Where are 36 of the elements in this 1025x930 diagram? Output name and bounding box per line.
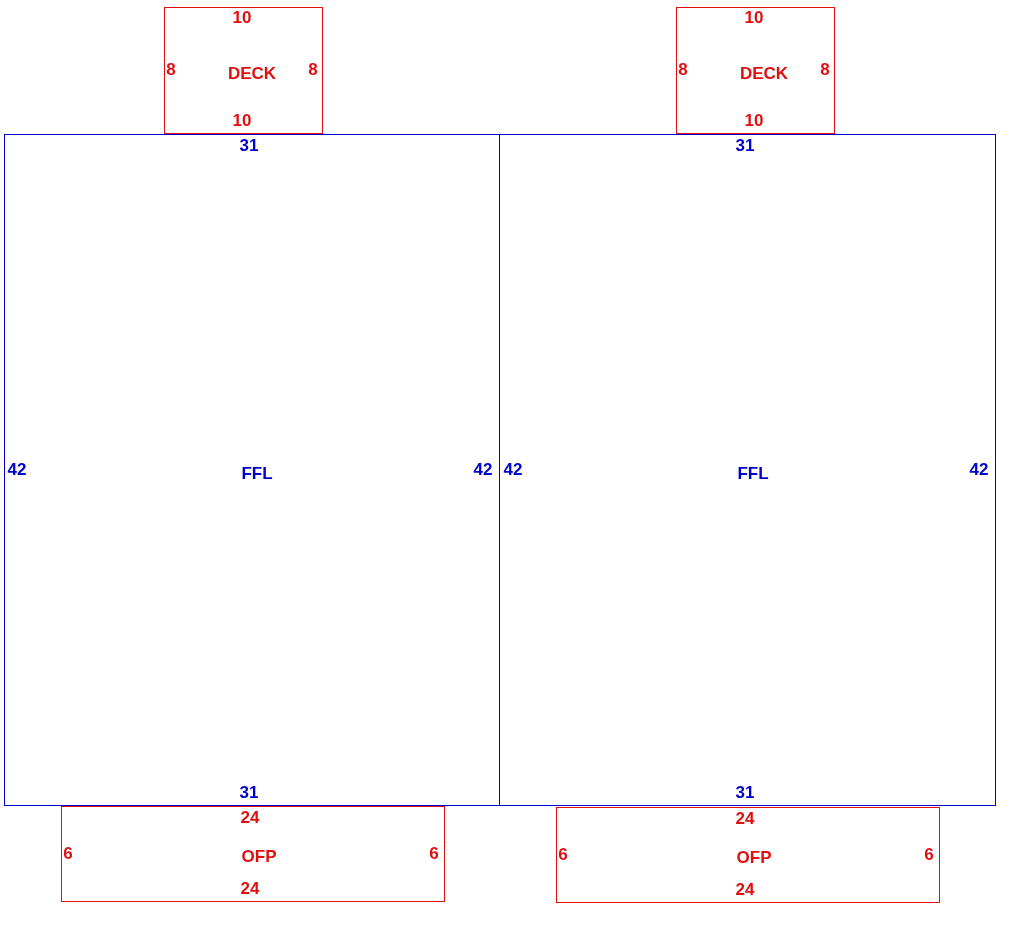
- dimension-label: 8: [308, 60, 318, 80]
- dimension-label: 6: [429, 844, 439, 864]
- floor-area-outline: [4, 134, 500, 806]
- dimension-label: 6: [924, 845, 934, 865]
- dimension-label: 31: [735, 783, 755, 803]
- dimension-label: 24: [240, 808, 260, 828]
- floor-area-outline: [499, 134, 996, 806]
- area-label: OFP: [241, 847, 277, 867]
- area-label: DECK: [739, 64, 789, 84]
- dimension-label: 31: [735, 136, 755, 156]
- dimension-label: 10: [232, 8, 252, 28]
- dimension-label: 42: [473, 460, 493, 480]
- porch-outline: [61, 806, 445, 902]
- dimension-label: 8: [820, 60, 830, 80]
- porch-outline: [556, 807, 940, 903]
- area-label: OFP: [736, 848, 772, 868]
- dimension-label: 10: [232, 111, 252, 131]
- dimension-label: 6: [558, 845, 568, 865]
- dimension-label: 6: [63, 844, 73, 864]
- deck-outline: [676, 7, 835, 134]
- area-label: FFL: [737, 464, 769, 484]
- dimension-label: 31: [239, 783, 259, 803]
- dimension-label: 24: [735, 809, 755, 829]
- dimension-label: 10: [744, 111, 764, 131]
- deck-outline: [164, 7, 323, 134]
- dimension-label: 24: [240, 879, 260, 899]
- dimension-label: 42: [969, 460, 989, 480]
- dimension-label: 10: [744, 8, 764, 28]
- dimension-label: 42: [503, 460, 523, 480]
- dimension-label: 8: [678, 60, 688, 80]
- area-label: DECK: [227, 64, 277, 84]
- dimension-label: 8: [166, 60, 176, 80]
- area-label: FFL: [241, 464, 273, 484]
- dimension-label: 31: [239, 136, 259, 156]
- dimension-label: 24: [735, 880, 755, 900]
- dimension-label: 42: [7, 460, 27, 480]
